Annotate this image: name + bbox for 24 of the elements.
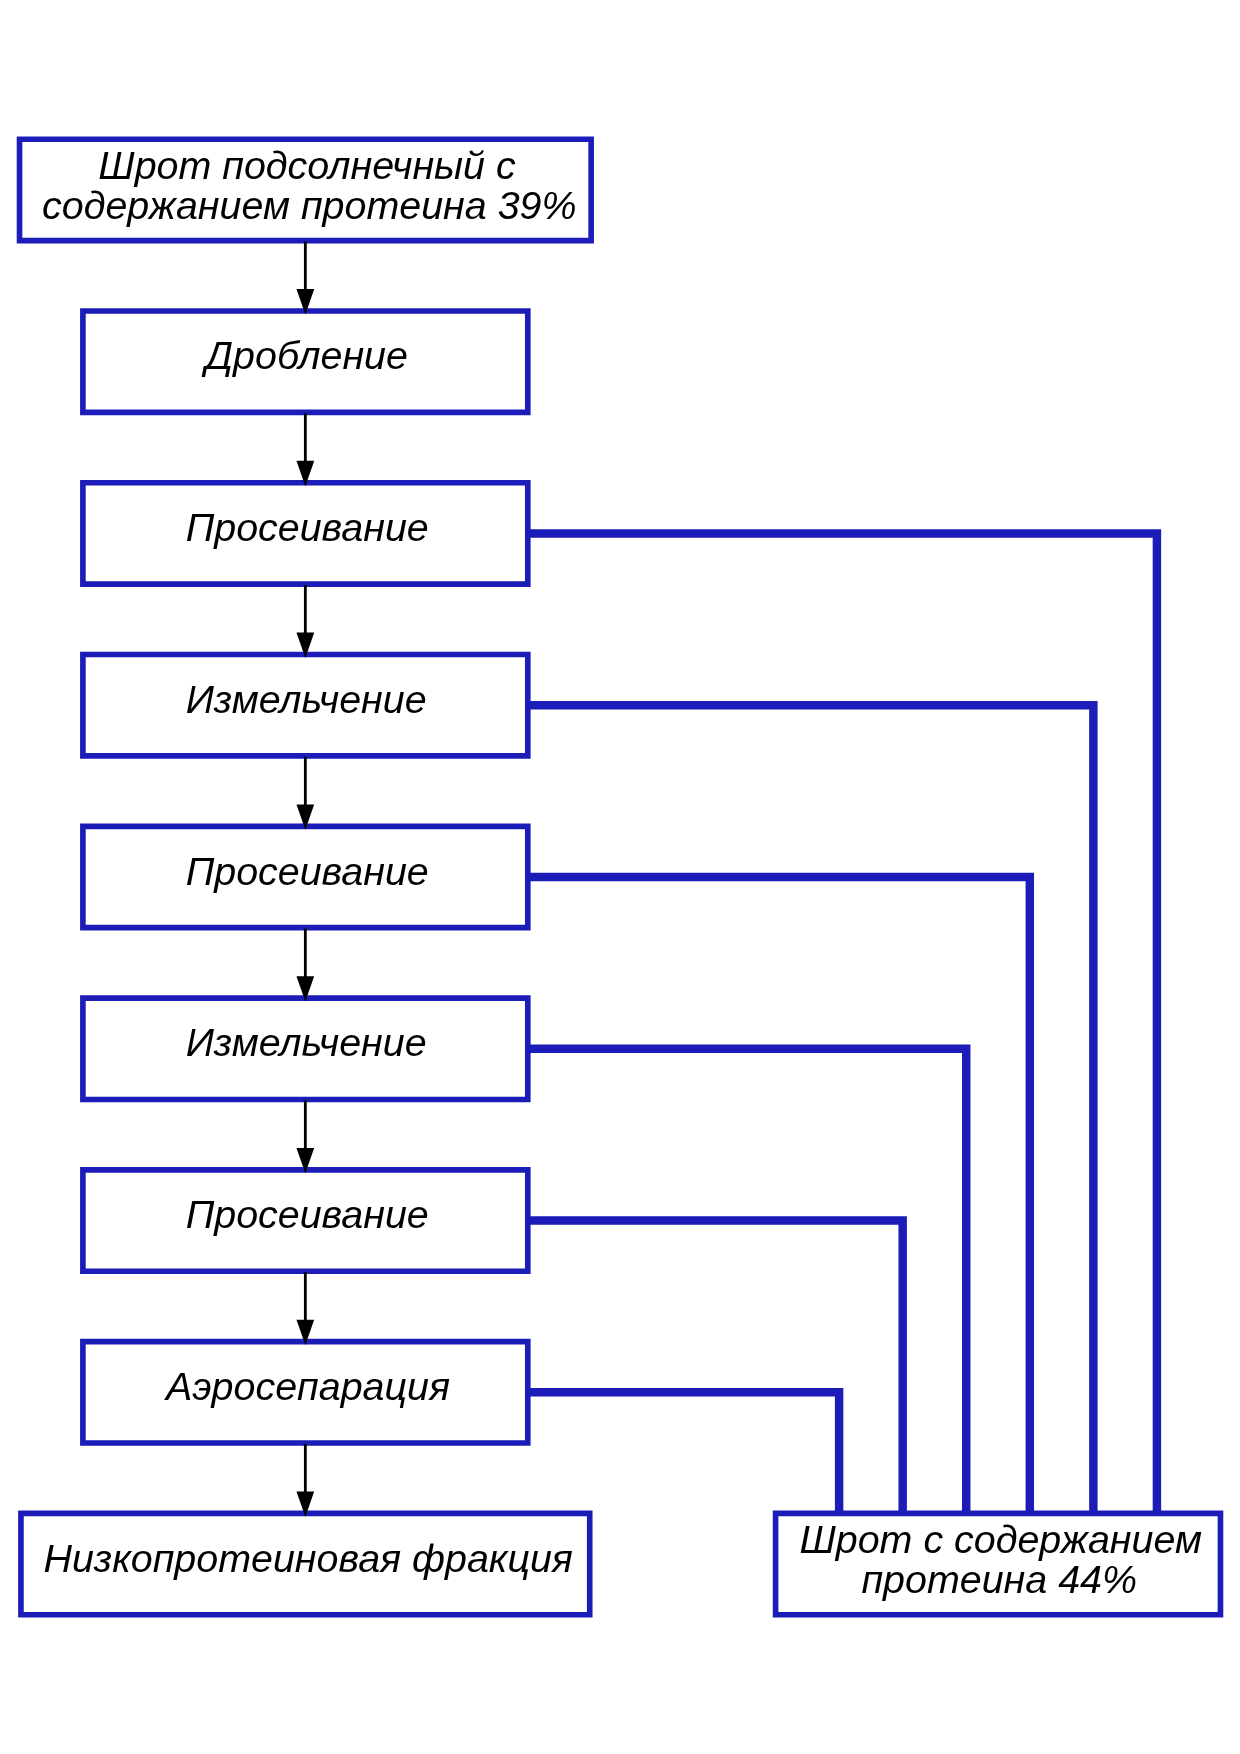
arrow — [296, 756, 315, 830]
connector — [528, 1044, 971, 1513]
arrow — [296, 1443, 315, 1517]
node-box: Шрот подсолнечный с содержанием протеина 39% — [16, 136, 594, 244]
arrow — [296, 241, 315, 315]
node-box: Просеивание — [80, 1167, 531, 1275]
connector — [528, 872, 1035, 1513]
node-box: Дробление — [80, 308, 531, 416]
connector — [527, 529, 1162, 1513]
arrow — [296, 928, 315, 1002]
arrow — [296, 585, 315, 658]
node-box: Просеивание — [80, 823, 531, 931]
node-box: Низкопротеиновая фракция — [18, 1510, 593, 1618]
arrow — [296, 1100, 315, 1174]
node-box: Измельчение — [80, 651, 531, 759]
node-box: Просеивание — [80, 479, 531, 587]
node-box: Аэросепарация — [80, 1338, 531, 1446]
node-box: Измельчение — [80, 995, 531, 1103]
node-box: Шрот с содержанием протеина 44% — [772, 1510, 1224, 1618]
arrow — [296, 1272, 315, 1346]
arrow — [296, 413, 315, 487]
connector — [528, 701, 1098, 1513]
connector — [527, 1388, 844, 1513]
connector — [528, 1216, 907, 1514]
